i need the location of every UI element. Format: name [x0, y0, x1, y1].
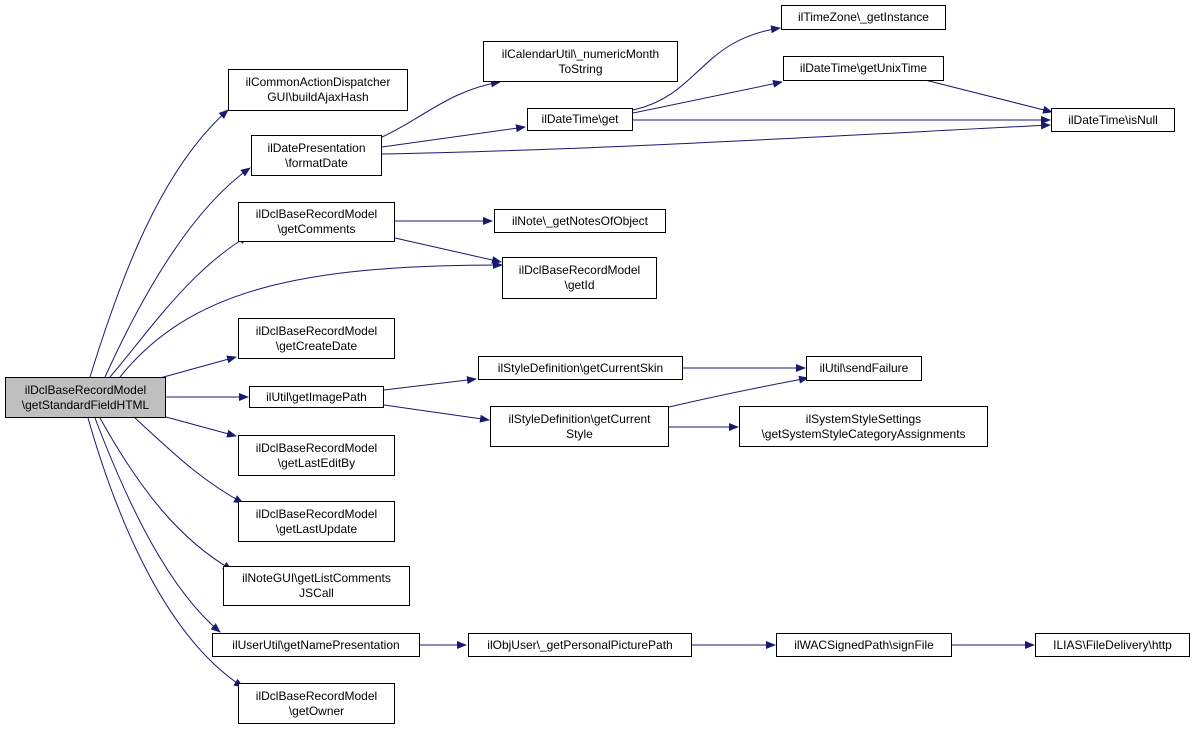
node-getCurrentSkin-line-1: ilStyleDefinition\getCurrentSkin [497, 360, 664, 375]
node-getSystemStyleCategoryAssignments[interactable]: ilSystemStyleSettings \getSystemStyleCat… [739, 406, 988, 447]
edge-root-to-getLastEditBy [165, 416, 237, 438]
node-buildAjaxHash-line-2: GUI\buildAjaxHash [267, 90, 369, 104]
edge-getUnixTime-to-isNull [924, 79, 1053, 114]
edge-root-to-buildAjaxHash [89, 109, 229, 378]
node-getCreateDate-line-1: ilDclBaseRecordModel [255, 323, 378, 338]
node-getOwner[interactable]: ilDclBaseRecordModel \getOwner [238, 683, 395, 724]
node-getSystemStyleCategoryAssignments-line-1: ilSystemStyleSettings [805, 411, 922, 426]
node-getListCommentsJSCall-line-1: ilNoteGUI\getListComments [242, 571, 391, 585]
node-getId[interactable]: ilDclBaseRecordModel \getId [502, 257, 657, 299]
node-getCreateDate[interactable]: ilDclBaseRecordModel \getCreateDate [238, 318, 395, 359]
node-isNull[interactable]: ilDateTime\isNull [1051, 108, 1175, 132]
edge-getComments-to-getId [394, 237, 502, 264]
node-getLastUpdate-line-2: \getLastUpdate [275, 521, 358, 536]
edge-getImagePath-to-getCurrentSkin [383, 376, 477, 391]
node-fileDeliveryHttp-line-1: ILIAS\FileDelivery\http [1053, 637, 1172, 652]
edge-formatDate-to-isNull [381, 121, 1051, 155]
edge-getImagePath-to-getCurrentStyle [383, 404, 490, 423]
edge-dateTimeGet-to-timeZone [632, 25, 781, 111]
node-getCreateDate-line-2: \getCreateDate [275, 338, 358, 353]
node-getLastUpdate-line-1: ilDclBaseRecordModel [255, 506, 378, 521]
node-signFile[interactable]: ilWACSignedPath\signFile [776, 633, 952, 657]
node-timeZoneGetInstance[interactable]: ilTimeZone\_getInstance [781, 5, 946, 30]
node-getOwner-line-2: \getOwner [288, 703, 345, 718]
node-getNotesOfObject-line-1: ilNote\_getNotesOfObject [511, 213, 649, 228]
node-getSystemStyleCategoryAssignments-line-2: \getSystemStyleCategoryAssignments [761, 426, 966, 441]
node-getComments-line-2: \getComments [277, 222, 356, 236]
node-getCurrentStyle-line-1: ilStyleDefinition\getCurrent [508, 411, 651, 426]
edge-root-to-getComments [109, 235, 249, 378]
edge-root-to-getLastUpdate [134, 417, 244, 504]
node-getComments-line-1: ilDclBaseRecordModel [255, 207, 378, 221]
edge-root-to-getListCommentsJSCall [99, 417, 233, 571]
node-timeZoneGetInstance-line-1: ilTimeZone\_getInstance [798, 10, 929, 24]
node-numericMonthToString-line-2: ToString [558, 61, 603, 76]
node-getPersonalPicturePath-line-1: ilObjUser\_getPersonalPicturePath [487, 637, 673, 652]
node-getOwner-line-1: ilDclBaseRecordModel [255, 688, 378, 703]
node-getLastUpdate[interactable]: ilDclBaseRecordModel \getLastUpdate [238, 501, 395, 542]
node-getUnixTime[interactable]: ilDateTime\getUnixTime [783, 56, 944, 81]
node-formatDate-line-1: ilDatePresentation [267, 140, 366, 155]
node-getCurrentSkin[interactable]: ilStyleDefinition\getCurrentSkin [478, 356, 683, 380]
edge-root-to-formatDate [104, 167, 251, 378]
node-getLastEditBy-line-2: \getLastEditBy [277, 455, 356, 470]
node-isNull-line-1: ilDateTime\isNull [1068, 112, 1158, 127]
node-getNotesOfObject[interactable]: ilNote\_getNotesOfObject [494, 209, 666, 233]
node-getId-line-1: ilDclBaseRecordModel [518, 263, 641, 277]
node-buildAjaxHash[interactable]: ilCommonActionDispatcher GUI\buildAjaxHa… [228, 69, 408, 111]
node-getNamePresentation-line-1: ilUserUtil\getNamePresentation [232, 637, 400, 652]
node-getImagePath-line-1: ilUtil\getImagePath [266, 389, 367, 404]
edge-root-to-getOwner [87, 417, 244, 688]
node-dateTimeGet-line-1: ilDateTime\get [541, 112, 619, 126]
node-getId-line-2: \getId [564, 278, 595, 292]
edge-formatDate-to-dateTimeGet [381, 124, 526, 148]
edge-root-to-getId [119, 261, 503, 378]
node-root-line-1: ilDclBaseRecordModel [24, 382, 147, 397]
node-getCurrentStyle[interactable]: ilStyleDefinition\getCurrent Style [490, 406, 669, 447]
node-root: ilDclBaseRecordModel \getStandardFieldHT… [5, 377, 166, 418]
node-sendFailure-line-1: ilUtil\sendFailure [819, 361, 909, 375]
edge-root-to-getNamePresentation [94, 417, 221, 633]
edge-root-to-getCreateDate [159, 355, 237, 379]
edge-getCurrentStyle-to-sendFailure [668, 375, 809, 408]
node-getLastEditBy-line-1: ilDclBaseRecordModel [255, 440, 378, 455]
node-getImagePath[interactable]: ilUtil\getImagePath [249, 386, 384, 408]
node-getListCommentsJSCall-line-2: JSCall [299, 586, 334, 600]
node-getComments[interactable]: ilDclBaseRecordModel \getComments [238, 202, 395, 242]
node-numericMonthToString-line-1: ilCalendarUtil\_numericMonth [501, 46, 660, 61]
edge-formatDate-to-numericMonth [381, 79, 501, 138]
node-getUnixTime-line-1: ilDateTime\getUnixTime [799, 61, 928, 75]
node-getCurrentStyle-line-2: Style [566, 426, 593, 441]
node-dateTimeGet[interactable]: ilDateTime\get [527, 108, 633, 131]
node-getPersonalPicturePath[interactable]: ilObjUser\_getPersonalPicturePath [468, 633, 692, 657]
node-formatDate[interactable]: ilDatePresentation \formatDate [251, 135, 382, 176]
node-fileDeliveryHttp[interactable]: ILIAS\FileDelivery\http [1035, 633, 1190, 657]
node-getLastEditBy[interactable]: ilDclBaseRecordModel \getLastEditBy [238, 435, 395, 476]
node-numericMonthToString[interactable]: ilCalendarUtil\_numericMonth ToString [483, 41, 678, 82]
node-signFile-line-1: ilWACSignedPath\signFile [794, 637, 934, 652]
node-root-line-2: \getStandardFieldHTML [21, 397, 150, 412]
node-getListCommentsJSCall[interactable]: ilNoteGUI\getListComments JSCall [223, 566, 410, 606]
node-getNamePresentation[interactable]: ilUserUtil\getNamePresentation [212, 633, 420, 657]
node-formatDate-line-2: \formatDate [285, 155, 348, 170]
node-sendFailure[interactable]: ilUtil\sendFailure [806, 356, 922, 381]
node-buildAjaxHash-line-1: ilCommonActionDispatcher [245, 75, 391, 89]
edge-dateTimeGet-to-getUnixTime [632, 79, 783, 114]
